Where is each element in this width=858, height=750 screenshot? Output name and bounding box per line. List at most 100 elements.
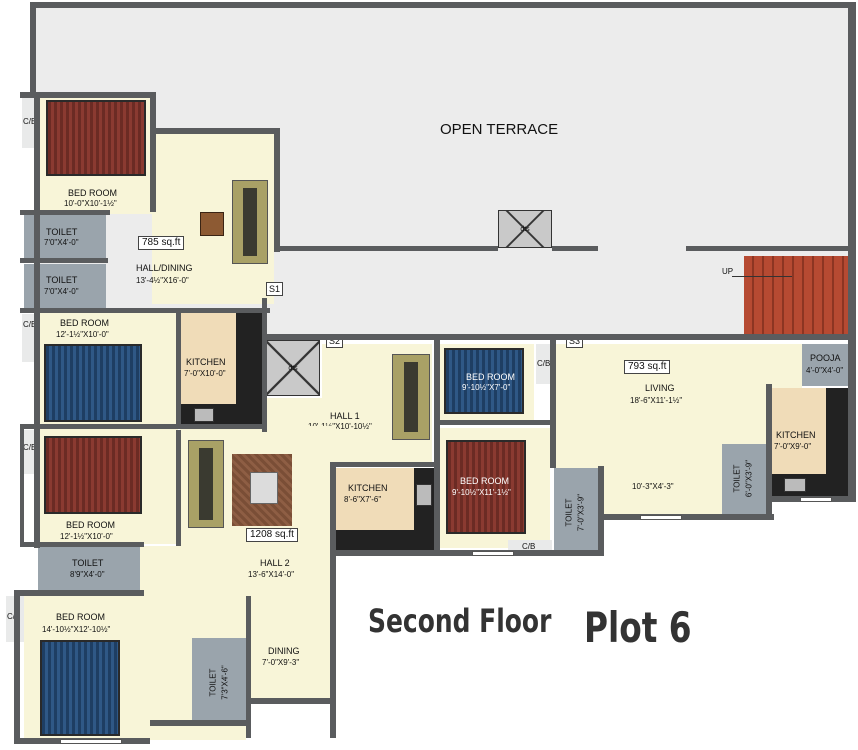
bedroom-center-bottom-name: BED ROOM (460, 476, 510, 486)
toilet-1-left-name: TOILET (46, 227, 78, 237)
window-4 (800, 497, 832, 502)
wall-n (550, 338, 556, 468)
bedroom-mid-left-name: BED ROOM (60, 318, 110, 328)
pooja-name: POOJA (810, 353, 841, 363)
wall-y (20, 590, 144, 596)
bedroom-bottom-left-2-size: 14'-10½"X12'-10½" (42, 625, 111, 634)
area-793: 793 sq.ft (624, 360, 671, 374)
wall-dd (150, 720, 250, 726)
wall-u (766, 384, 772, 518)
plot-caption: Plot 6 (584, 603, 692, 652)
toilet-center (554, 468, 598, 554)
floor-caption: Second Floor (368, 602, 552, 640)
window-3 (60, 739, 122, 744)
dining (250, 596, 330, 700)
toilet-right (722, 444, 766, 516)
wall-j (262, 298, 267, 432)
window-1 (472, 551, 514, 556)
dining-size: 7'-0"X9'-3" (262, 658, 300, 667)
toilet-2-left-name: TOILET (46, 275, 78, 285)
toilet-center-name: TOILET (564, 498, 574, 527)
hall-dining-name: HALL/DINING (136, 263, 193, 273)
wall-ff (34, 424, 40, 548)
stairs-arrow (732, 276, 792, 277)
kitchen-right-counter (826, 388, 848, 496)
kitchen-left-size: 7'-0"X10'-0" (184, 369, 226, 378)
hall-2-link (140, 546, 336, 596)
bedroom-bottom-left-1-size: 12'-1½"X10'-0" (60, 532, 113, 541)
staircase[interactable] (744, 256, 848, 334)
hall-1-size: 10'-1½"X10'-10½" (308, 422, 372, 431)
wall-l (20, 424, 266, 429)
toilet-bottom-left-2-size: 7'3"X4'-6" (220, 665, 230, 700)
bed-mid-left (44, 344, 142, 422)
wall-e (150, 98, 156, 212)
sofa-hall-2 (188, 440, 224, 528)
wall-gg (20, 428, 24, 546)
wall-g (20, 258, 108, 263)
kitchen-right-size: 7'-0"X9'-0" (774, 442, 812, 451)
kitchen-center-counter-bottom (336, 530, 434, 550)
toilet-bottom-left-1-name: TOILET (72, 558, 104, 568)
kitchen-right-counter-bottom (768, 474, 848, 496)
bed-center-bottom (446, 440, 526, 534)
area-785: 785 sq.ft (138, 236, 185, 250)
bed-bottom-left-1 (44, 436, 142, 514)
cb-top-left-label: C/B (23, 117, 37, 126)
bed-center-top (444, 348, 524, 414)
bed-bottom-left-2 (40, 640, 120, 736)
wall-bb (246, 596, 251, 738)
wall-b (150, 128, 280, 134)
wall-f (20, 210, 110, 215)
bedroom-center-top-size: 9'-10½"X7'-0" (462, 383, 511, 392)
stairs-up-label: UP (722, 267, 734, 276)
bedroom-bottom-left-2-name: BED ROOM (56, 612, 106, 622)
toilet-1-left-size: 7'0"X4'-0" (44, 238, 79, 247)
wall-h (20, 308, 270, 313)
cb-bottom-left-2-label: C/B (7, 612, 20, 622)
wall-v (848, 338, 856, 502)
balcony-right (604, 468, 722, 516)
wall-o (440, 420, 552, 425)
bedroom-center-bottom-size: 9'-10½"X11'-1½" (452, 488, 511, 497)
hall-dining-size: 13'-4½"X16'-0" (136, 276, 189, 285)
cb-center-a-label: C/B (537, 359, 551, 368)
pooja-size: 4'-0"X4'-0" (806, 366, 844, 375)
shaft-s1: S1 (266, 282, 284, 296)
cb-mid-left-label: C/B (23, 320, 37, 329)
kitchen-left-name: KITCHEN (186, 357, 226, 367)
window-2 (640, 515, 682, 520)
coffee-table (200, 212, 224, 236)
wall-x (20, 542, 144, 547)
hall-2-size: 13'-6"X14'-0" (248, 570, 295, 579)
toilet-bottom-left-2 (192, 638, 246, 722)
wall-c (274, 128, 280, 252)
terrace-wall-right (848, 2, 856, 342)
kitchen-center-size: 8'-6"X7'-6" (344, 495, 382, 504)
table-hall-2 (250, 472, 278, 504)
kitchen-center-sink (416, 484, 432, 506)
terrace-inner-wall (276, 246, 498, 251)
toilet-right-size: 6'-0"X3'-9" (744, 459, 754, 498)
cb-bottom-left-1-label: C/B (23, 443, 37, 452)
bedroom-mid-left-size: 12'-1½"X10'-0" (56, 330, 109, 339)
toilet-bottom-left-1-size: 8'9"X4'-0" (70, 570, 105, 579)
toilet-bottom-left-2-name: TOILET (208, 668, 218, 697)
terrace-inner-wall-2 (552, 246, 598, 251)
cb-center-b-label: C/B (522, 542, 536, 551)
wall-t (604, 514, 774, 520)
wall-q (330, 462, 336, 738)
living-size: 18'-6"X11'-1½" (630, 396, 683, 405)
duct-center: dts (266, 340, 320, 396)
kitchen-left-counter-bottom (180, 404, 262, 424)
toilet-2-left-size: 7'0"X4'-0" (44, 287, 79, 296)
kitchen-right-name: KITCHEN (776, 430, 816, 440)
bedroom-center-top-name: BED ROOM (466, 372, 516, 382)
kitchen-center-name: KITCHEN (348, 483, 388, 493)
balcony-size: 10'-3"X4'-3" (632, 482, 674, 491)
terrace-inner-wall-3 (686, 246, 856, 251)
wall-r (336, 550, 600, 556)
living-name: LIVING (645, 383, 675, 393)
dining-name: DINING (268, 646, 300, 656)
cb-center-a (536, 344, 554, 384)
